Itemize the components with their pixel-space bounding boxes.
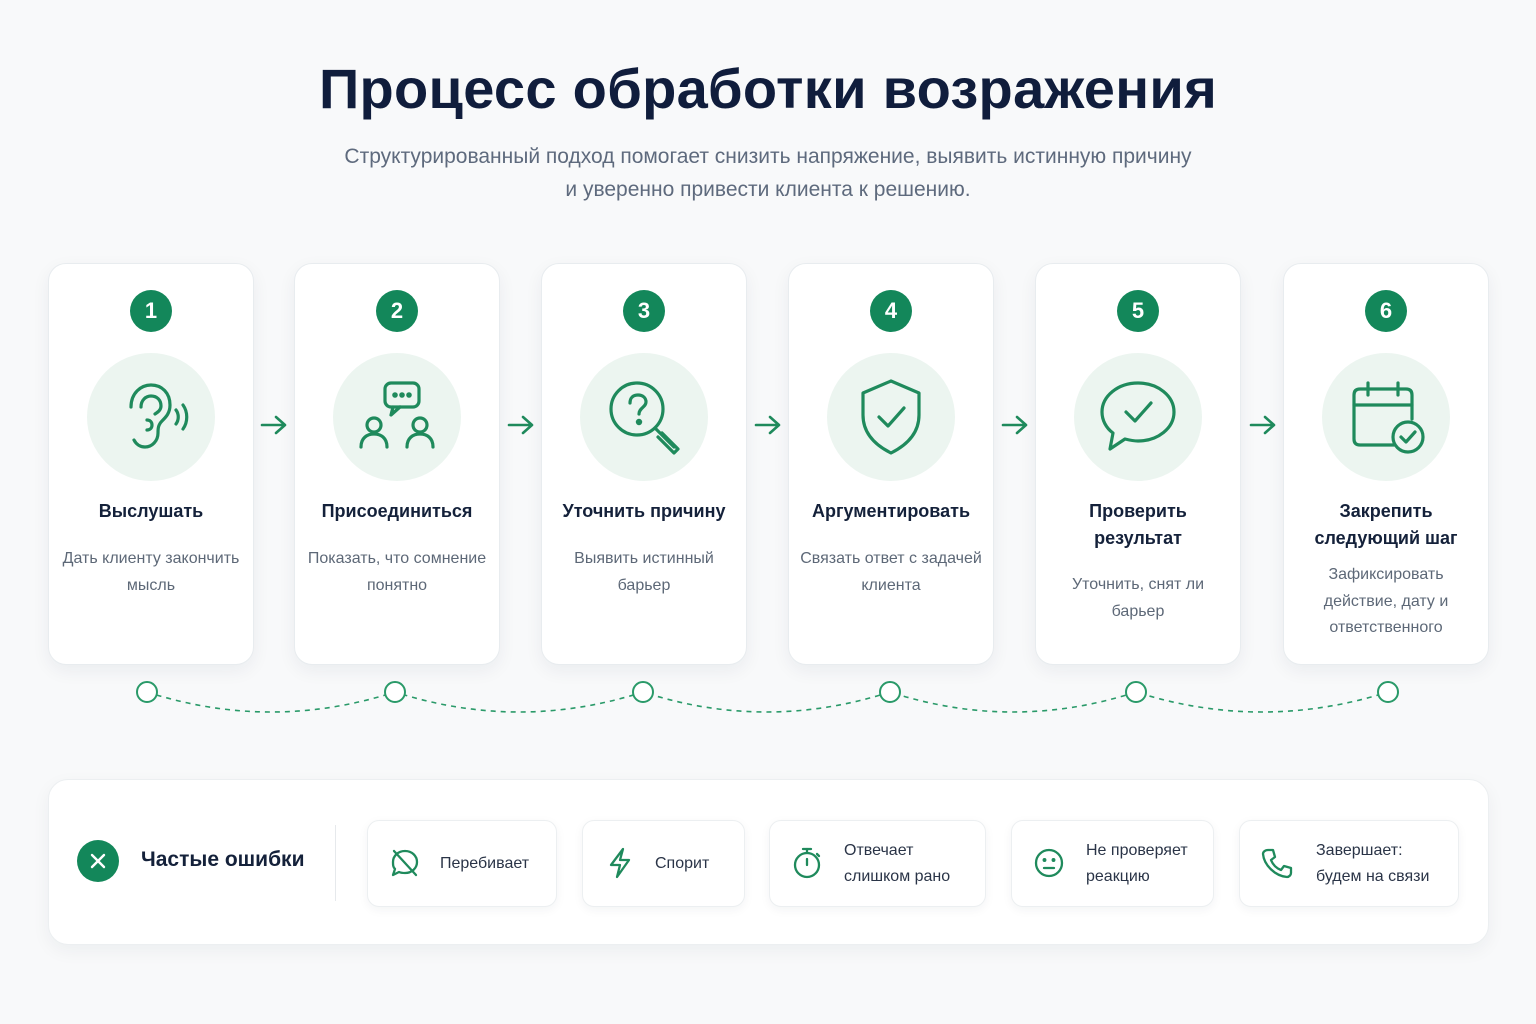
common-mistakes-panel: Частые ошибки Перебивает Спорит Отвечает…	[48, 779, 1489, 945]
mistake-label: Отвечает слишком рано	[844, 841, 951, 885]
step-number-badge: 5	[1117, 290, 1159, 332]
step-description: Уточнить, снят ли барьер	[1071, 576, 1205, 620]
mistake-label: Спорит	[655, 854, 710, 872]
step-number-badge: 3	[623, 290, 665, 332]
step-number-badge: 6	[1365, 290, 1407, 332]
mistake-chip: Перебивает	[367, 820, 557, 907]
chat-check-icon	[1074, 353, 1202, 481]
step-card-2: 2 Присоединиться Показать, что сомнение …	[294, 263, 500, 665]
flow-node	[632, 681, 654, 703]
mistake-chip: Отвечает слишком рано	[769, 820, 986, 907]
step-title: Уточнить причину	[562, 501, 726, 521]
lightning-icon	[609, 847, 631, 879]
arrow-right-icon	[754, 415, 781, 435]
step-number-badge: 2	[376, 290, 418, 332]
flow-connector	[136, 681, 1399, 713]
page-subtitle: Структурированный подход помогает снизит…	[0, 140, 1536, 206]
mistake-chip: Не проверяет реакцию	[1011, 820, 1214, 907]
step-description: Дать клиенту закончить мысль	[62, 550, 240, 594]
mistake-label: Не проверяет реакцию	[1086, 841, 1188, 885]
step-description: Выявить истинный барьер	[574, 550, 714, 594]
close-icon	[77, 840, 119, 882]
step-card-6: 6 Закрепить следующий шаг Зафиксировать …	[1283, 263, 1489, 665]
step-title: Присоединиться	[321, 501, 473, 521]
mistake-chip: Спорит	[582, 820, 745, 907]
step-description: Связать ответ с задачей клиента	[800, 550, 982, 594]
ear-icon	[87, 353, 215, 481]
stopwatch-icon	[793, 847, 821, 879]
divider	[335, 825, 336, 901]
flow-node	[136, 681, 158, 703]
step-description: Зафиксировать действие, дату и ответстве…	[1323, 566, 1449, 636]
mistake-label: Завершает: будем на связи	[1316, 841, 1430, 885]
people-chat-icon	[333, 353, 461, 481]
page-title: Процесс обработки возражения	[318, 57, 1218, 120]
step-description: Показать, что сомнение понятно	[307, 550, 487, 594]
mistake-label: Перебивает	[440, 854, 530, 872]
step-title: Аргументировать	[811, 501, 971, 521]
step-number-badge: 1	[130, 290, 172, 332]
calendar-check-icon	[1322, 353, 1450, 481]
flow-node	[384, 681, 406, 703]
subtitle-line-1: Структурированный подход помогает снизит…	[344, 145, 1192, 168]
arrow-right-icon	[1249, 415, 1276, 435]
arrow-right-icon	[260, 415, 287, 435]
step-card-5: 5 Проверить результат Уточнить, снят ли …	[1035, 263, 1241, 665]
step-title: Закрепить следующий шаг	[1314, 501, 1458, 548]
no-speech-icon	[391, 849, 419, 877]
step-card-3: 3 Уточнить причину Выявить истинный барь…	[541, 263, 747, 665]
subtitle-line-2: и уверенно привести клиента к решению.	[565, 178, 971, 201]
step-card-1: 1 Выслушать Дать клиенту закончить мысль	[48, 263, 254, 665]
flow-node	[1377, 681, 1399, 703]
step-number-badge: 4	[870, 290, 912, 332]
phone-icon	[1261, 848, 1293, 879]
step-title: Проверить результат	[1089, 501, 1187, 548]
mistakes-title: Частые ошибки	[141, 848, 305, 871]
mistake-chip: Завершает: будем на связи	[1239, 820, 1459, 907]
arrow-right-icon	[1001, 415, 1028, 435]
flow-node	[879, 681, 901, 703]
arrow-right-icon	[507, 415, 534, 435]
step-title: Выслушать	[98, 501, 204, 521]
shield-check-icon	[827, 353, 955, 481]
step-card-4: 4 Аргументировать Связать ответ с задаче…	[788, 263, 994, 665]
question-magnifier-icon	[580, 353, 708, 481]
flow-node	[1125, 681, 1147, 703]
neutral-face-icon	[1034, 848, 1064, 878]
